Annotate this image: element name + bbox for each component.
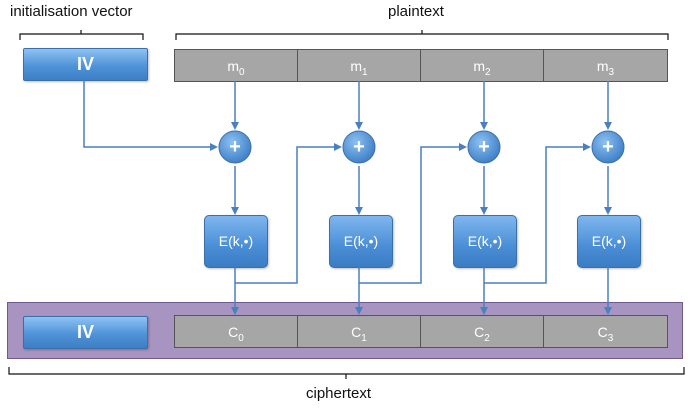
iv-block-output: IV [23, 316, 148, 349]
xor-node: + [467, 130, 501, 164]
encrypt-block: E(k,•) [453, 215, 517, 268]
encrypt-block: E(k,•) [329, 215, 393, 268]
svg-text:+: + [353, 136, 365, 158]
plaintext-block: m1 [298, 50, 421, 81]
ciphertext-strip: C0 C1 C2 C3 [174, 315, 668, 348]
svg-text:+: + [602, 136, 614, 158]
encrypt-block: E(k,•) [204, 215, 268, 268]
brace-plaintext [175, 30, 669, 40]
ciphertext-block: C0 [175, 316, 298, 347]
xor-node: + [591, 130, 625, 164]
plaintext-strip: m0 m1 m2 m3 [174, 49, 668, 82]
plaintext-block: m3 [596, 58, 615, 78]
plaintext-block: m0 [175, 50, 298, 81]
svg-text:+: + [229, 136, 241, 158]
brace-iv [19, 30, 144, 40]
xor-node: + [342, 130, 376, 164]
svg-text:+: + [478, 136, 490, 158]
iv-block-input: IV [23, 48, 148, 81]
ciphertext-block: C3 [597, 324, 614, 344]
brace-ciphertext [8, 367, 685, 379]
plaintext-heading: plaintext [388, 3, 444, 20]
ciphertext-block: C2 [421, 316, 544, 347]
ciphertext-heading: ciphertext [306, 385, 372, 402]
encrypt-block: E(k,•) [577, 215, 641, 268]
ciphertext-block: C1 [298, 316, 421, 347]
iv-heading: initialisation vector [10, 3, 133, 20]
plaintext-block: m2 [421, 50, 544, 81]
xor-node: + [218, 130, 252, 164]
